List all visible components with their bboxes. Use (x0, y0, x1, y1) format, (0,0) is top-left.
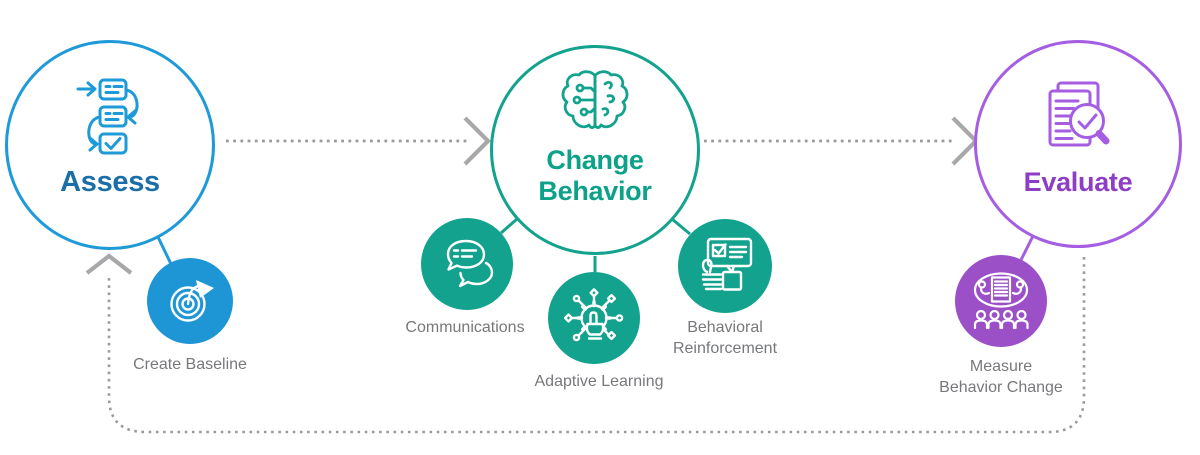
substep-communications-label: Communications (405, 319, 525, 336)
stage-change-behavior-label: Change Behavior (538, 145, 651, 207)
target-arrow-icon (170, 280, 214, 322)
substep-communications-circle (421, 218, 513, 310)
substep-behavioral-reinforcement-label: Behavioral Reinforcement (645, 317, 805, 359)
connector-change-behavioral-reinforcement (671, 217, 691, 236)
substep-measure-behavior-change-label-line1: Measure (969, 358, 1033, 375)
stage-change-behavior-circle: Change Behavior (490, 45, 700, 255)
connector-change-communications (500, 217, 518, 235)
substep-measure-behavior-change-label: Measure Behavior Change (911, 356, 1091, 398)
stage-evaluate-circle: Evaluate (974, 40, 1182, 248)
gear-hand-network-icon (563, 288, 624, 342)
substep-create-baseline-circle (147, 258, 233, 344)
workflow-checklist-icon (76, 78, 139, 154)
chat-bubbles-icon (446, 239, 494, 288)
substep-adaptive-learning-circle (548, 272, 640, 364)
stage-assess-label: Assess (60, 165, 160, 198)
arrowhead-feedback-to-assess (85, 253, 133, 275)
connector-evaluate-measure (1019, 235, 1035, 261)
substep-behavioral-reinforcement-label-line1: Behavioral (687, 319, 763, 336)
connector-assess-create-baseline (156, 236, 173, 265)
arrowhead-change-to-evaluate (951, 116, 979, 166)
stage-change-behavior-label-line1: Change (546, 145, 644, 175)
substep-create-baseline-label: Create Baseline (133, 356, 247, 373)
group-report-icon (973, 272, 1029, 330)
stage-assess-circle: Assess (5, 40, 215, 250)
thumbs-up-checklist-icon (701, 237, 753, 291)
stage-change-behavior-label-line2: Behavior (538, 176, 652, 206)
stage-evaluate-label: Evaluate (1023, 166, 1133, 197)
document-magnifier-check-icon (1048, 81, 1110, 146)
substep-adaptive-learning-label: Adaptive Learning (534, 373, 664, 390)
brain-circuit-icon (561, 70, 629, 129)
substep-behavioral-reinforcement-label-line2: Reinforcement (672, 340, 778, 357)
substep-measure-behavior-change-label-line2: Behavior Change (939, 379, 1063, 396)
substep-behavioral-reinforcement-circle (678, 219, 772, 313)
substep-measure-behavior-change-circle (955, 255, 1047, 347)
arrowhead-assess-to-change (463, 116, 491, 166)
